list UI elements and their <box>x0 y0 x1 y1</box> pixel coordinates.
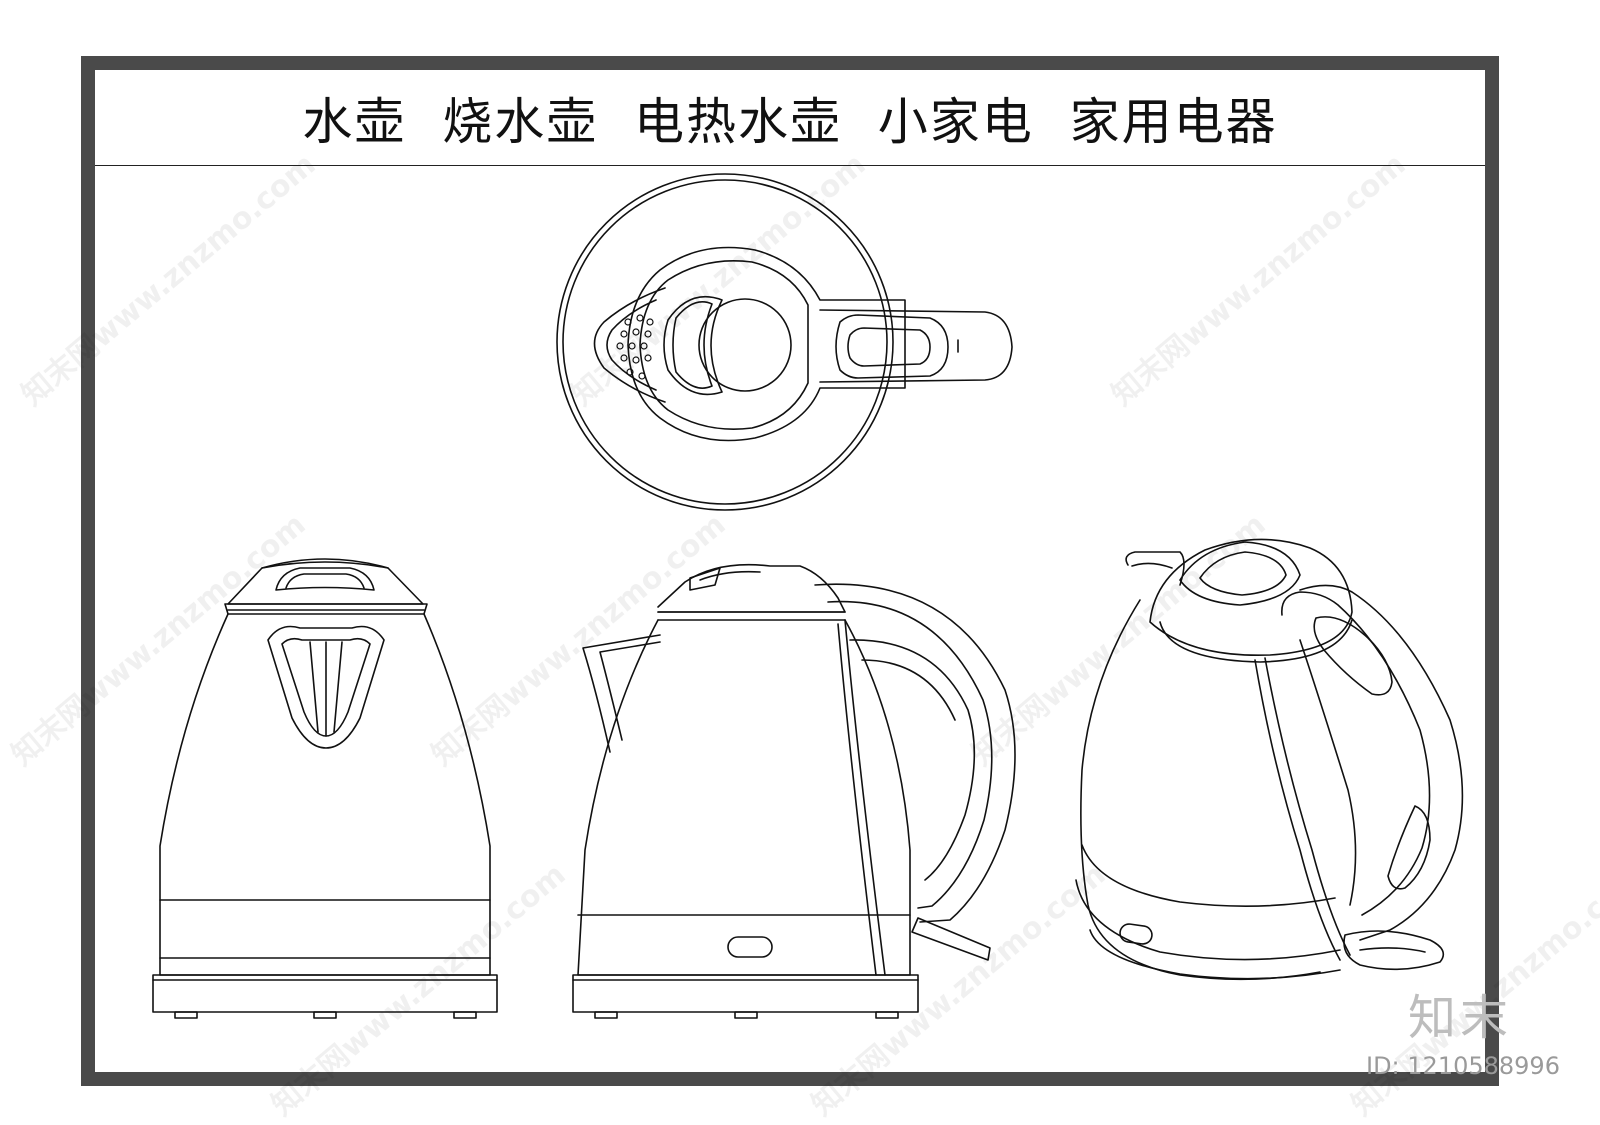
title-bar: 水壶 烧水壶 电热水壶 小家电 家用电器 <box>95 70 1485 166</box>
kettle-top-view <box>556 173 1013 511</box>
kettle-front-view <box>152 558 498 1019</box>
id-label: ID: 1210588996 <box>1366 1052 1560 1080</box>
kettle-perspective-view <box>1075 538 1464 981</box>
kettle-side-view <box>572 563 1016 1019</box>
brand-logo: 知末 <box>1408 990 1513 1046</box>
drawing-title: 水壶 烧水壶 电热水壶 小家电 家用电器 <box>302 92 1278 151</box>
